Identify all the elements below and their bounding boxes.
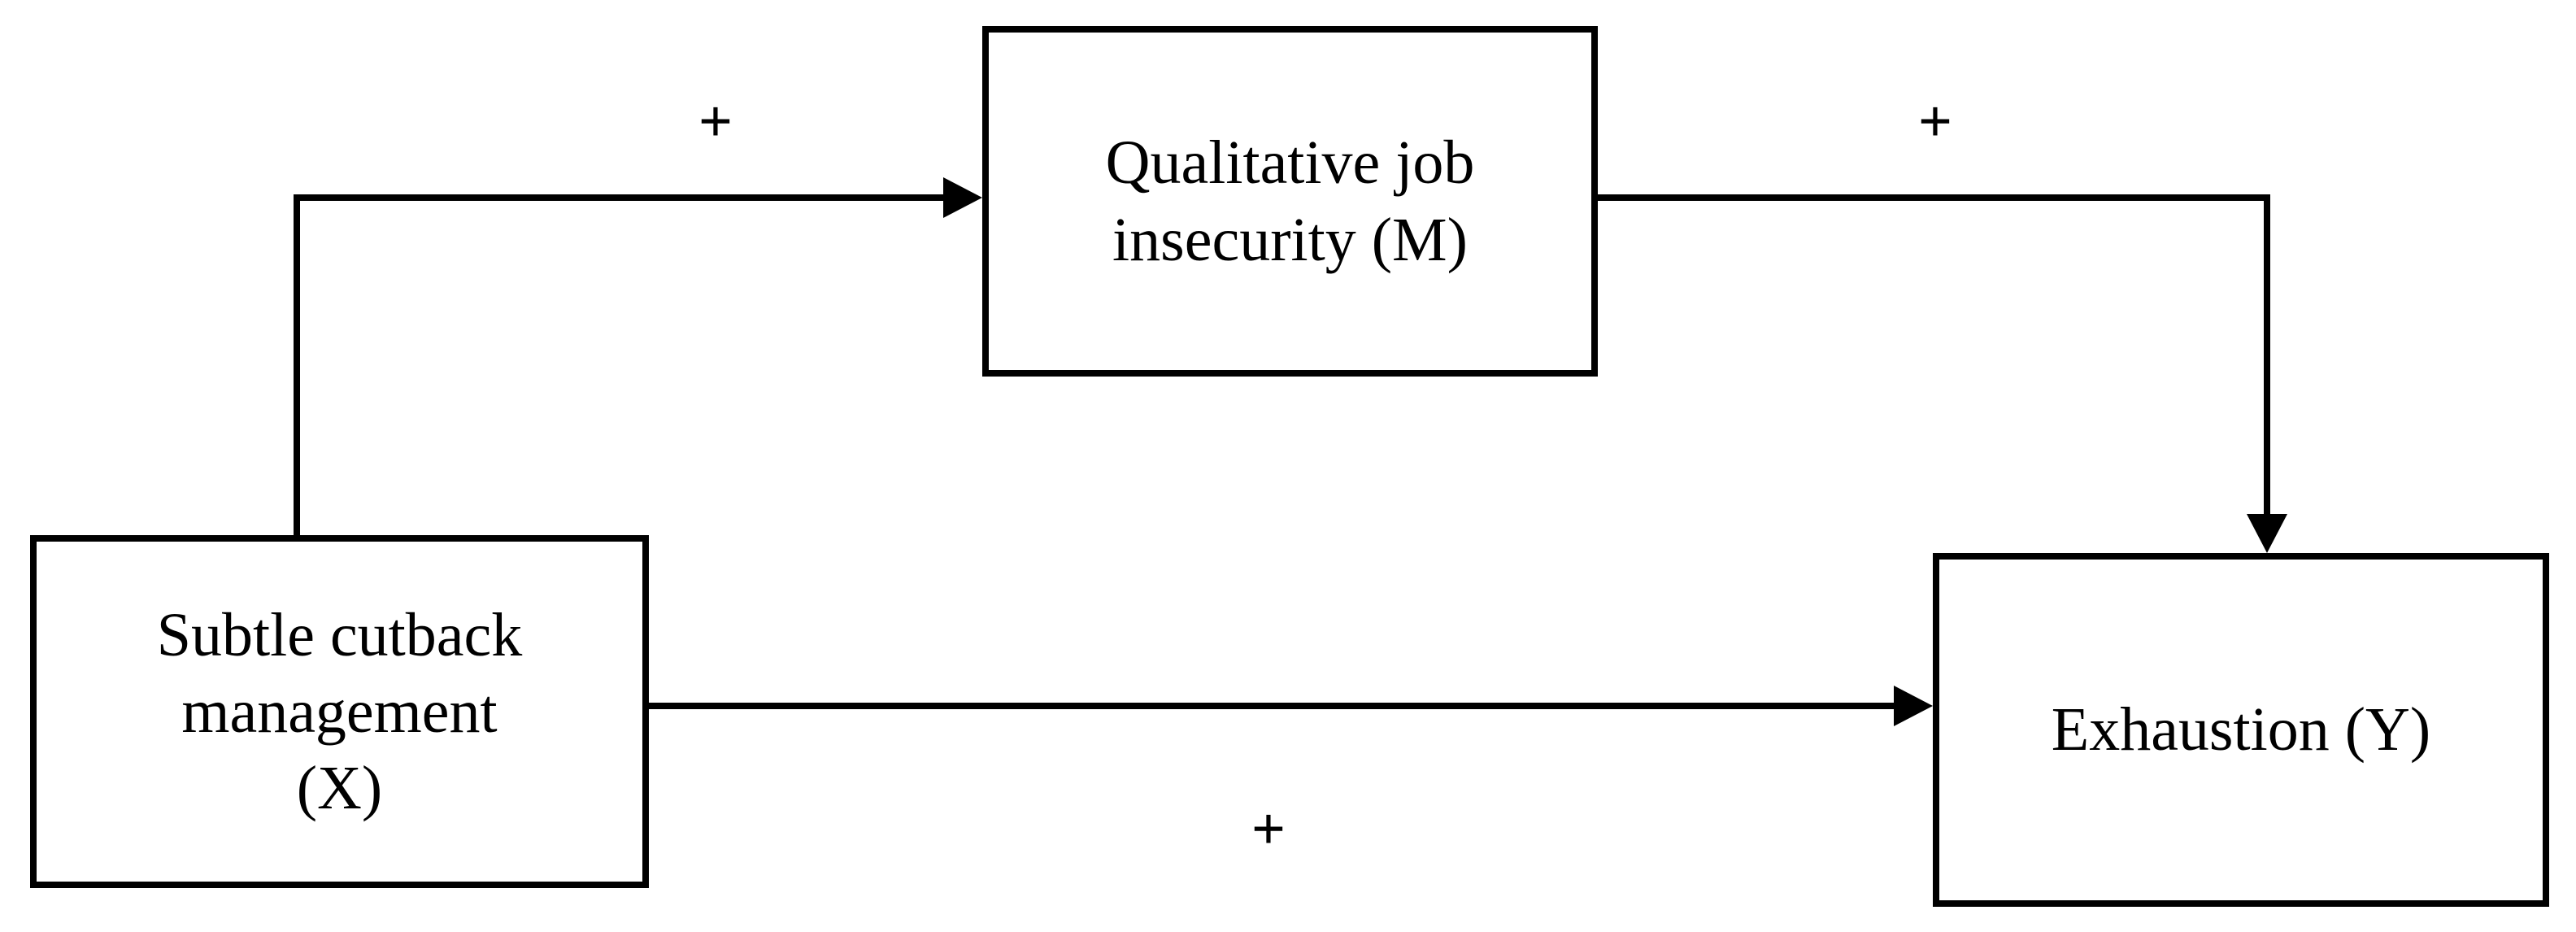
connector-m-to-y [1595,194,2287,553]
node-label-m: Qualitative job insecurity (M) [1105,128,1475,274]
node-label-x: Subtle cutback management (X) [156,600,523,823]
connector-x-to-y [646,686,1933,726]
path-sign-a: + [698,89,733,155]
node-label-y: Exhaustion (Y) [2051,695,2431,764]
connector-m-to-y-arrowhead [2247,514,2287,553]
node-qualitative-job-insecurity: Qualitative job insecurity (M) [982,26,1598,377]
connector-x-to-m [294,177,982,538]
node-exhaustion: Exhaustion (Y) [1933,553,2549,907]
node-subtle-cutback-management: Subtle cutback management (X) [30,535,649,888]
connector-m-to-y-line [1595,194,2270,514]
connector-x-to-m-arrowhead [943,177,982,218]
path-sign-c: + [1251,796,1286,863]
connector-x-to-y-arrowhead [1894,686,1933,726]
path-sign-b: + [1917,89,1953,155]
connector-x-to-m-line [294,194,943,538]
